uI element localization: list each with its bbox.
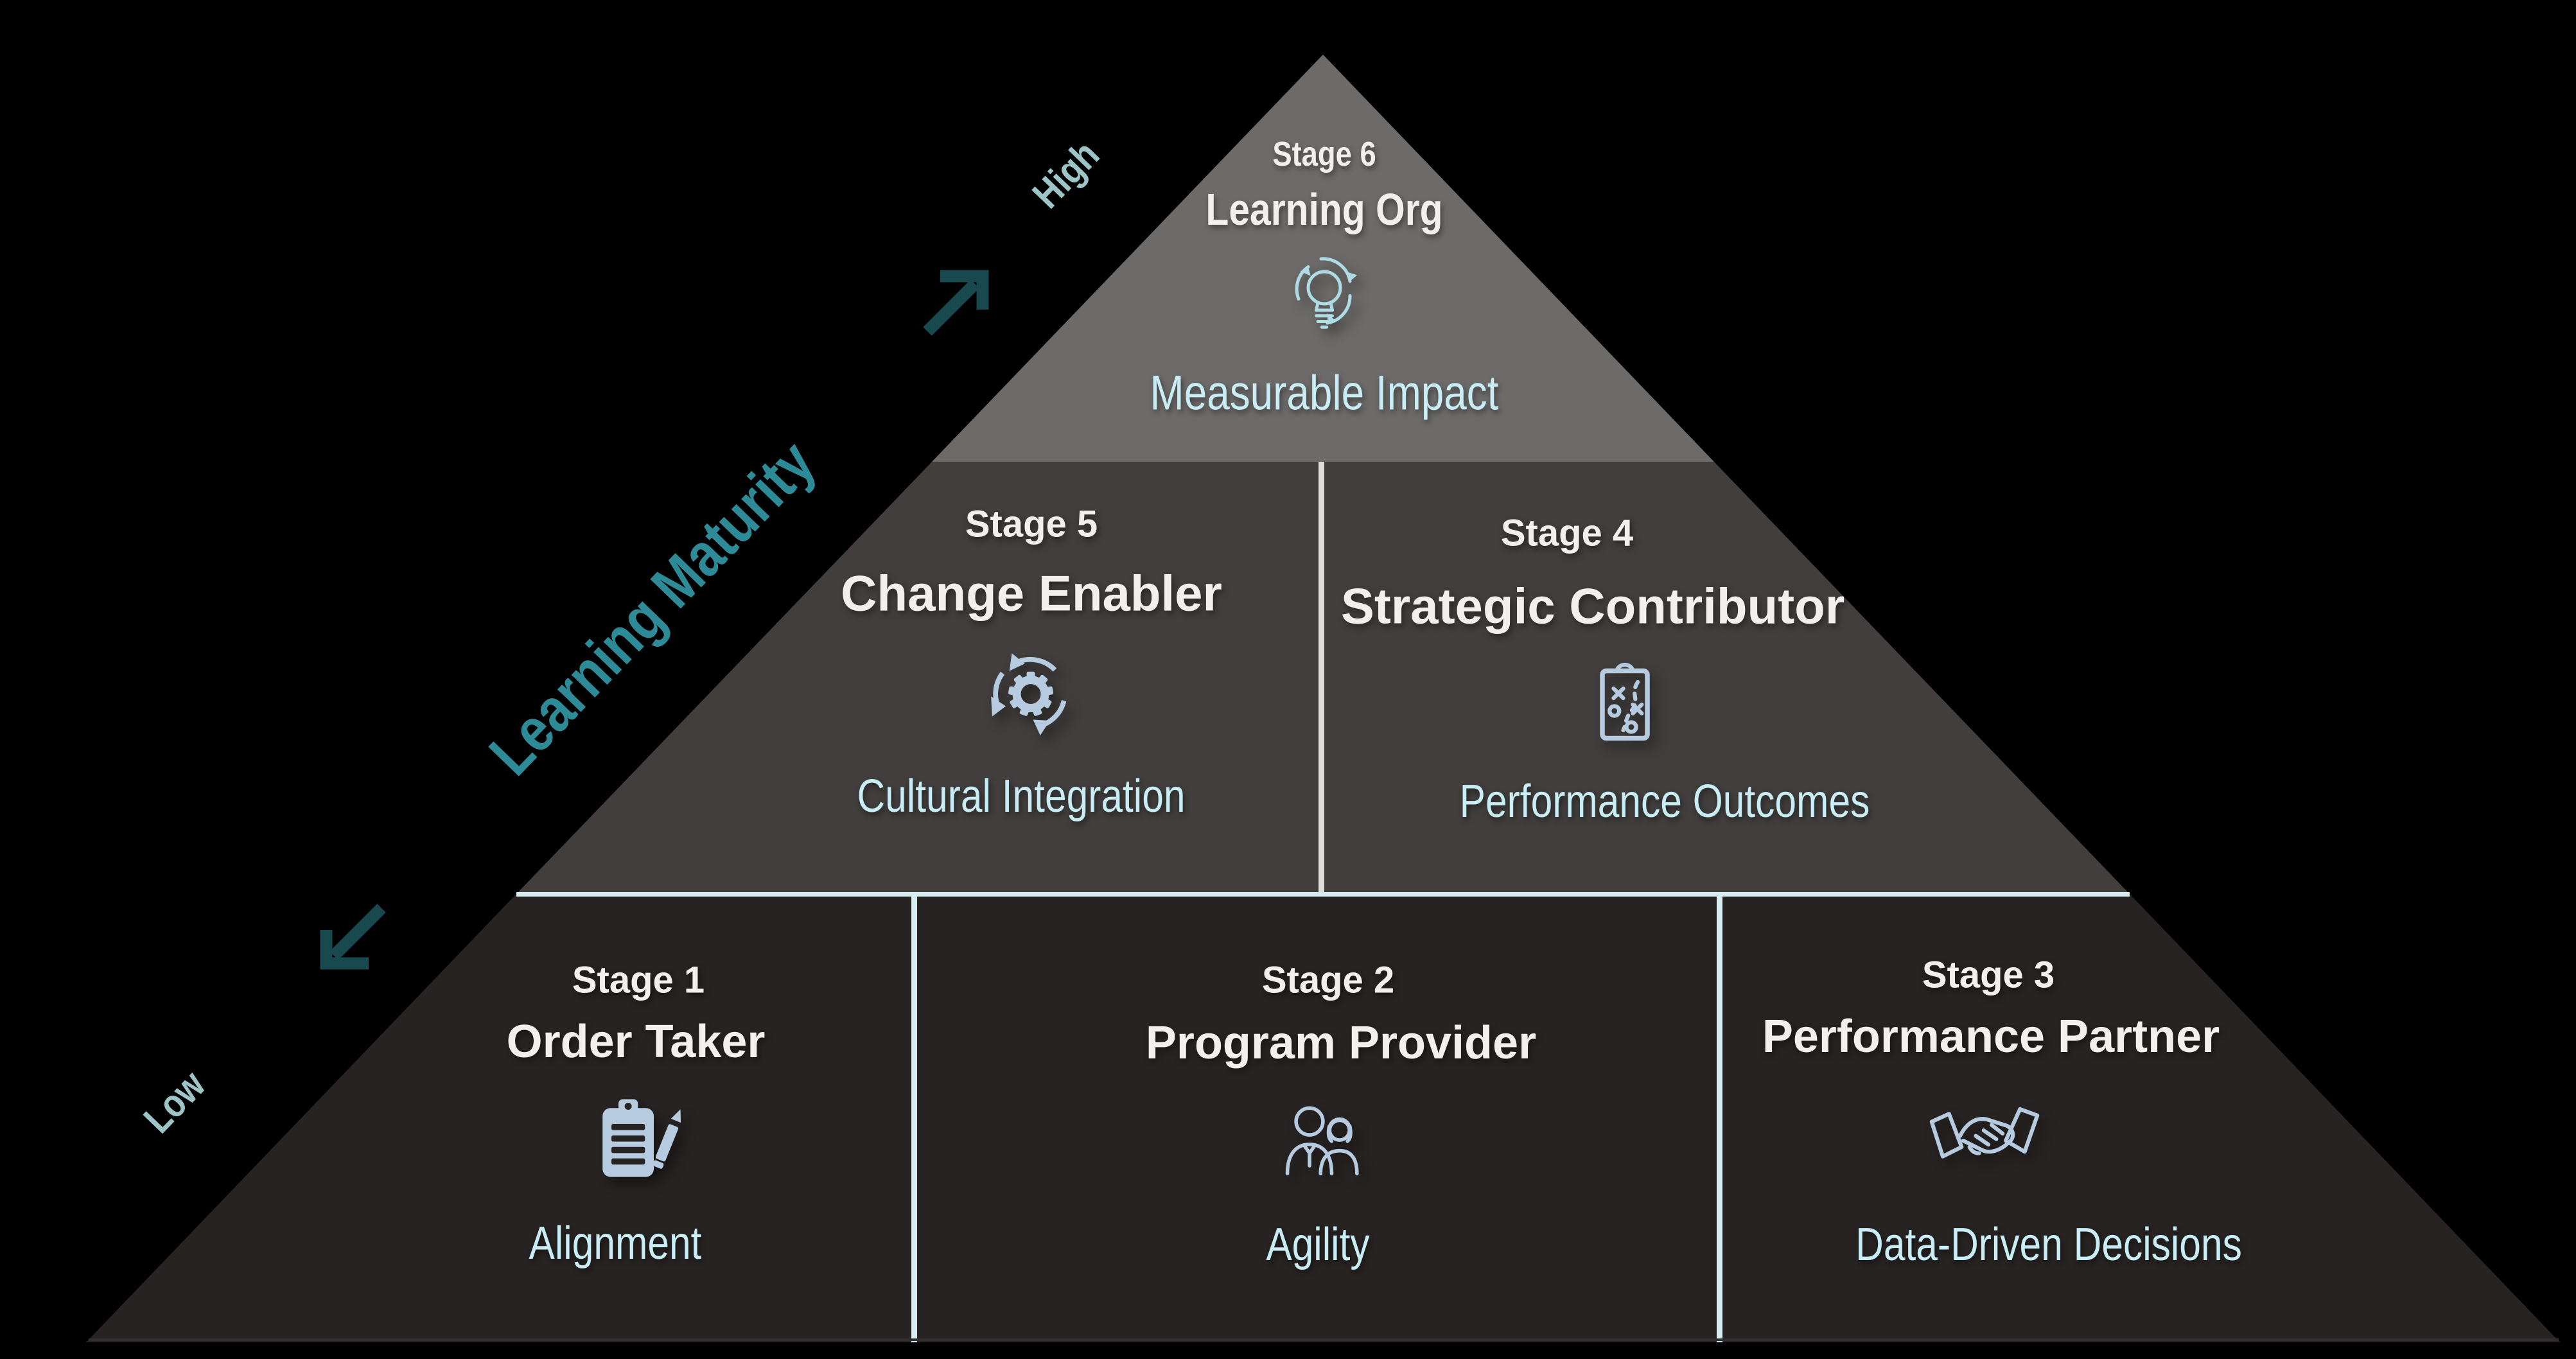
divider-bottom-tier-topline xyxy=(516,892,2130,897)
stage2-label-text: Stage 2 xyxy=(1261,959,1395,1001)
stage3-label-text: Stage 3 xyxy=(1922,954,2055,996)
stage6-focus-text: Measurable Impact xyxy=(1150,365,1499,421)
stage6-name: Learning Org xyxy=(1183,184,1465,235)
gear-cycle-icon xyxy=(991,653,1067,736)
stage2-name: Program Provider xyxy=(1146,1017,1536,1069)
handshake-icon xyxy=(1929,1107,2040,1159)
pyramid-base-edge xyxy=(89,1338,2559,1341)
stage5-name-text: Change Enabler xyxy=(841,565,1222,622)
stage6-name-text: Learning Org xyxy=(1205,184,1443,234)
stage2-label: Stage 2 xyxy=(1262,959,1394,1002)
divider-stage2-stage3 xyxy=(1717,894,1722,1342)
stage5-label-text: Stage 5 xyxy=(965,503,1098,545)
stage4-label-text: Stage 4 xyxy=(1500,512,1634,554)
lightbulb-renewal-icon xyxy=(1295,257,1357,329)
stage6-label-text: Stage 6 xyxy=(1272,135,1376,173)
stage5-focus-text: Cultural Integration xyxy=(857,771,1186,822)
stage2-name-text: Program Provider xyxy=(1145,1017,1537,1069)
stage5-focus: Cultural Integration xyxy=(826,770,1216,823)
stage1-label-text: Stage 1 xyxy=(572,959,705,1001)
stage2-focus: Agility xyxy=(1256,1218,1380,1271)
arrow-up-right-icon xyxy=(923,270,989,336)
stage5-name: Change Enabler xyxy=(841,565,1222,623)
people-icon xyxy=(1285,1106,1359,1176)
stage3-name: Performance Partner xyxy=(1762,1010,2220,1063)
stage1-focus: Alignment xyxy=(513,1217,718,1270)
divider-stage1-stage2 xyxy=(911,894,917,1342)
axis-label-high-text: High xyxy=(1024,132,1108,217)
stage6-focus: Measurable Impact xyxy=(1117,365,1532,421)
stage1-label: Stage 1 xyxy=(572,959,705,1002)
stage1-name: Order Taker xyxy=(507,1015,766,1068)
stage3-label: Stage 3 xyxy=(1922,954,2055,997)
divider-stage5-stage4 xyxy=(1319,462,1324,894)
stage3-name-text: Performance Partner xyxy=(1762,1011,2220,1062)
stage6-label: Stage 6 xyxy=(1263,134,1386,174)
strategy-board-icon xyxy=(1600,663,1650,741)
stage4-focus-text: Performance Outcomes xyxy=(1459,776,1870,827)
arrow-down-left-icon xyxy=(320,904,386,970)
stage4-name: Strategic Contributor xyxy=(1341,577,1844,636)
stage3-focus-text: Data-Driven Decisions xyxy=(1855,1219,2242,1270)
axis-label-low-text: Low xyxy=(136,1062,214,1142)
stage3-focus: Data-Driven Decisions xyxy=(1819,1218,2279,1271)
axis-label-high: High xyxy=(1019,127,1114,222)
stage5-label: Stage 5 xyxy=(965,503,1098,546)
stage4-focus: Performance Outcomes xyxy=(1421,775,1909,828)
stage1-name-text: Order Taker xyxy=(506,1016,766,1067)
stage4-label: Stage 4 xyxy=(1501,512,1633,555)
stage1-focus-text: Alignment xyxy=(529,1218,702,1269)
clipboard-pencil-icon xyxy=(602,1099,681,1177)
axis-label-low: Low xyxy=(130,1058,218,1147)
stage4-name-text: Strategic Contributor xyxy=(1340,577,1845,635)
stage2-focus-text: Agility xyxy=(1266,1219,1370,1270)
